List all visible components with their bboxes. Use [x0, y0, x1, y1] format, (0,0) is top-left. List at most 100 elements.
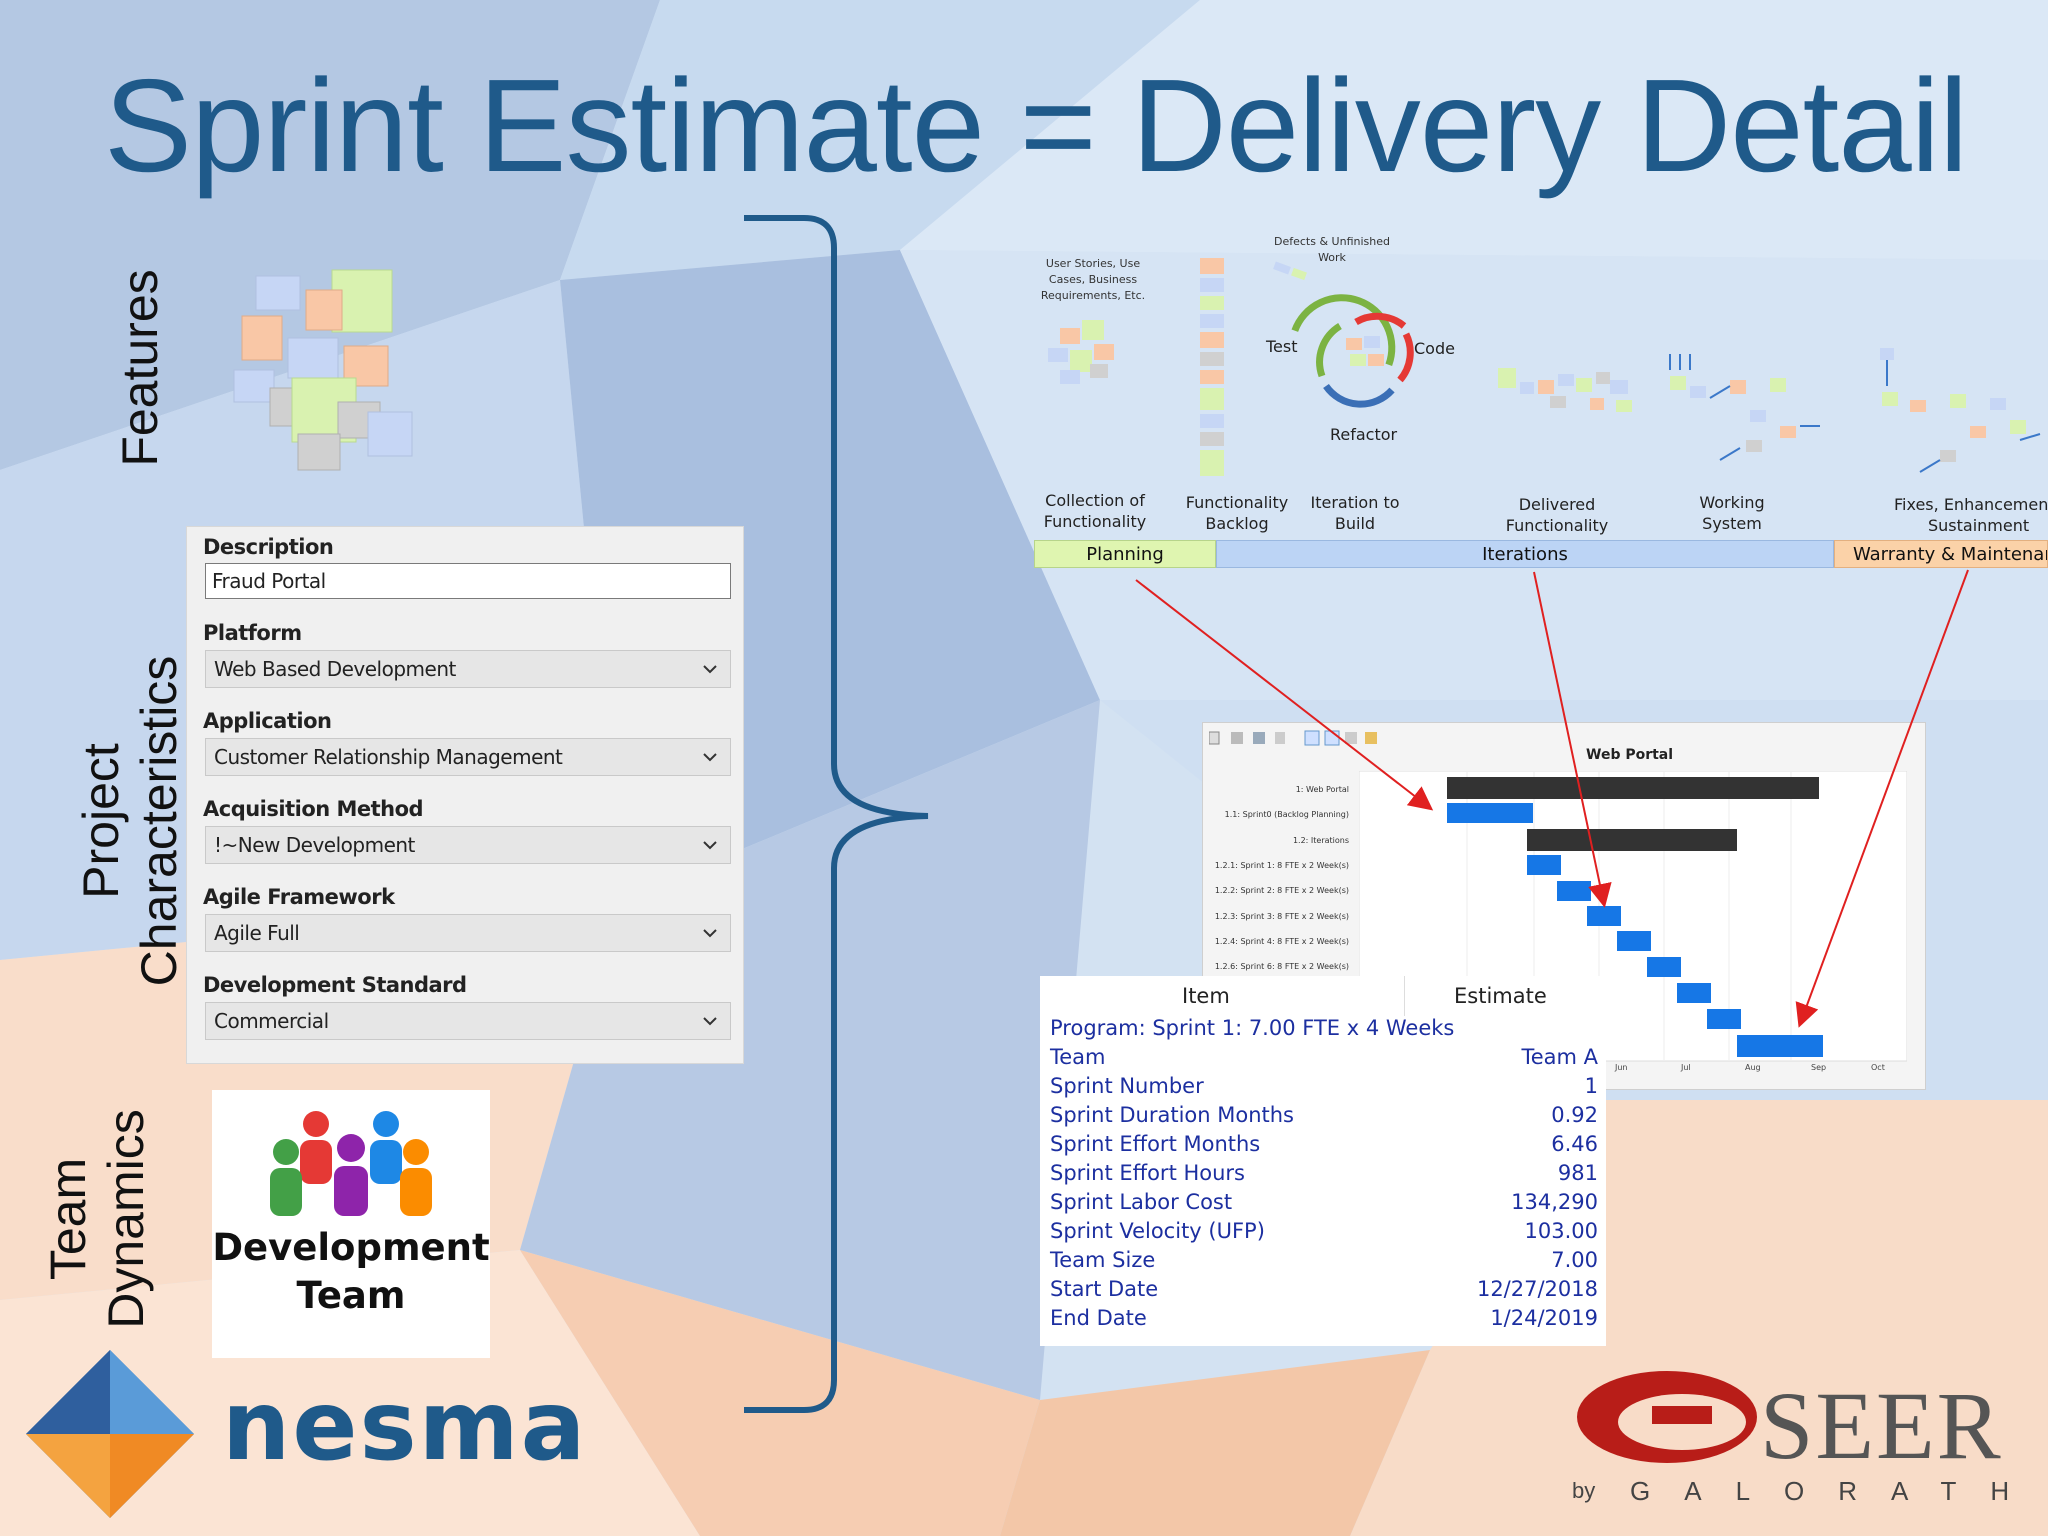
table-header-estimate: Estimate [1454, 984, 1547, 1008]
table-cell-item: Start Date [1050, 1277, 1159, 1301]
chevron-down-icon [703, 1017, 717, 1026]
description-label: Description [203, 535, 334, 559]
gantt-row-label: 1.2.1: Sprint 1: 8 FTE x 2 Week(s) [1214, 861, 1349, 870]
gantt-row-label: 1.1: Sprint0 (Backlog Planning) [1224, 810, 1349, 819]
table-row[interactable]: Sprint Labor Cost 134,290 [1050, 1190, 1598, 1219]
table-cell-item: Sprint Effort Hours [1050, 1161, 1245, 1185]
framework-value: Agile Full [214, 921, 300, 945]
gantt-axis-label: Jun [1615, 1063, 1628, 1072]
gantt-title: Web Portal [1586, 747, 1674, 763]
table-header-divider [1404, 976, 1405, 1016]
backlog-column-icon [1200, 258, 1224, 476]
table-cell-item: Sprint Labor Cost [1050, 1190, 1233, 1214]
application-label: Application [203, 709, 332, 733]
delivered-notes-icon [1498, 368, 1632, 412]
chevron-down-icon [703, 841, 717, 850]
table-cell-estimate: 12/27/2018 [1476, 1277, 1598, 1301]
gantt-bar-task [1707, 1009, 1741, 1029]
arrow-iterations [1533, 571, 1612, 908]
table-cell-estimate: 134,290 [1511, 1190, 1598, 1214]
table-cell-estimate: 103.00 [1524, 1219, 1598, 1243]
chevron-down-icon [703, 753, 717, 762]
estimate-table: Item Estimate Program: Sprint 1: 7.00 FT… [1040, 976, 1606, 1346]
slide-title: Sprint Estimate = Delivery Detail [104, 52, 1968, 199]
stage-delivered: Delivered Functionality [1502, 494, 1612, 536]
stage-delivered-line1: Delivered [1518, 495, 1596, 514]
gantt-row-label: 1.2.6: Sprint 6: 8 FTE x 2 Week(s) [1214, 962, 1349, 971]
phase-planning: Planning [1034, 540, 1216, 568]
application-select[interactable]: Customer Relationship Management [205, 738, 731, 776]
program-text: Program: Sprint 1: 7.00 FTE x 4 Weeks [1050, 1016, 1455, 1040]
nesma-logo-text: nesma [222, 1370, 588, 1482]
standard-label: Development Standard [203, 973, 467, 997]
table-row[interactable]: Sprint Number 1 [1050, 1074, 1598, 1103]
table-cell-estimate: 6.46 [1551, 1132, 1598, 1156]
gantt-row-label: 1.2: Iterations [1292, 836, 1349, 845]
agile-process-diagram [1048, 258, 2041, 476]
table-cell-item: Team Size [1050, 1248, 1156, 1272]
stage-iteration-line1: Iteration to [1310, 493, 1400, 512]
table-header-item: Item [1182, 984, 1230, 1008]
stage-delivered-line2: Functionality [1505, 516, 1609, 535]
table-cell-item: Sprint Velocity (UFP) [1050, 1219, 1265, 1243]
development-team-box: Development Team [212, 1090, 490, 1358]
cycle-code-label: Code [1414, 339, 1455, 358]
phase-warranty: Warranty & Maintenanc [1834, 540, 2048, 568]
stage-collection-line1: Collection of [1045, 491, 1145, 510]
stage-iteration: Iteration to Build [1300, 492, 1410, 534]
platform-select[interactable]: Web Based Development [205, 650, 731, 688]
gantt-bar-task [1557, 881, 1591, 901]
chevron-down-icon [703, 665, 717, 674]
table-cell-item: Team [1050, 1045, 1106, 1069]
nesma-logo-icon [26, 1350, 194, 1518]
stage-fixes-line2: Sustainment [1928, 516, 2030, 535]
gantt-row-label: 1.2.4: Sprint 4: 8 FTE x 2 Week(s) [1214, 937, 1349, 946]
gantt-bar-task [1447, 803, 1533, 823]
standard-value: Commercial [214, 1009, 329, 1033]
standard-select[interactable]: Commercial [205, 1002, 731, 1040]
table-row[interactable]: Sprint Velocity (UFP) 103.00 [1050, 1219, 1598, 1248]
note-defects-line2: Work [1318, 251, 1346, 264]
framework-select[interactable]: Agile Full [205, 914, 731, 952]
curly-brace [744, 215, 929, 1413]
gantt-row-label: 1.2.3: Sprint 3: 8 FTE x 2 Week(s) [1214, 912, 1349, 921]
table-cell-item: Sprint Number [1050, 1074, 1204, 1098]
gantt-bar-task [1587, 906, 1621, 926]
table-program-row[interactable]: Program: Sprint 1: 7.00 FTE x 4 Weeks [1050, 1016, 1598, 1045]
table-cell-estimate: 1/24/2019 [1490, 1306, 1598, 1330]
table-row[interactable]: Team Team A [1050, 1045, 1598, 1074]
gantt-bar-task [1677, 983, 1711, 1003]
gantt-axis-label: Aug [1745, 1063, 1761, 1072]
galorath-text: GALORATH [1630, 1476, 2044, 1506]
stage-collection: Collection of Functionality [1040, 490, 1150, 532]
note-defects-line1: Defects & Unfinished [1274, 235, 1390, 248]
acquisition-select[interactable]: !~New Development [205, 826, 731, 864]
table-cell-estimate: 7.00 [1551, 1248, 1598, 1272]
arrow-planning [1135, 579, 1434, 811]
gantt-bar-task [1617, 931, 1651, 951]
stage-working: Working System [1677, 492, 1787, 534]
table-row[interactable]: Team Size 7.00 [1050, 1248, 1598, 1277]
seer-by-text: by [1572, 1478, 1596, 1503]
stage-fixes-line1: Fixes, Enhancements [1894, 495, 2048, 514]
team-box-line1: Development [212, 1226, 490, 1269]
table-row[interactable]: Start Date 12/27/2018 [1050, 1277, 1598, 1306]
table-cell-estimate: 0.92 [1551, 1103, 1598, 1127]
project-form: Description Fraud Portal Platform Web Ba… [186, 526, 744, 1064]
description-input[interactable]: Fraud Portal [205, 563, 731, 599]
gantt-row-label: 1.2.2: Sprint 2: 8 FTE x 2 Week(s) [1214, 886, 1349, 895]
gantt-bar-task [1647, 957, 1681, 977]
note-user-stories-line2: Cases, Business [1048, 273, 1138, 286]
table-cell-estimate: Team A [1521, 1045, 1598, 1069]
note-user-stories-line3: Requirements, Etc. [1040, 289, 1146, 302]
chevron-down-icon [703, 929, 717, 938]
table-cell-estimate: 1 [1584, 1074, 1598, 1098]
cycle-test-label: Test [1266, 337, 1298, 356]
team-people-icon [270, 1111, 432, 1216]
platform-value: Web Based Development [214, 657, 456, 681]
